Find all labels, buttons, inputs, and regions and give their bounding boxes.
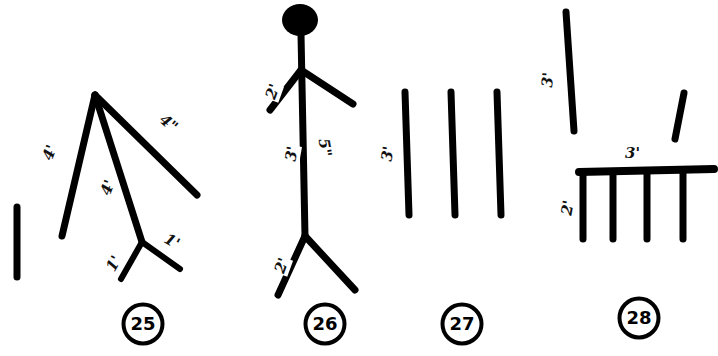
dimension-label: 3' xyxy=(624,146,641,162)
dimension-label: 4' xyxy=(98,177,119,198)
dimension-label: 4' xyxy=(40,142,61,163)
stick-leg xyxy=(305,236,355,290)
stick xyxy=(95,95,142,242)
comb-leg xyxy=(680,171,687,239)
figure-number: 28 xyxy=(617,296,661,340)
dimension-label: 2' xyxy=(263,81,284,102)
figure-number-text: 27 xyxy=(440,302,484,346)
stick xyxy=(62,95,95,236)
comb-leg xyxy=(580,172,587,239)
figure-number-text: 28 xyxy=(617,296,661,340)
stick xyxy=(451,92,455,215)
stick xyxy=(675,93,684,139)
figure-number: 25 xyxy=(121,302,165,346)
figure-number-text: 25 xyxy=(121,302,165,346)
dimension-label: 3' xyxy=(283,144,301,164)
stick xyxy=(497,92,501,215)
dimension-label: 1' xyxy=(103,253,125,276)
single-stick xyxy=(14,207,21,277)
stick-head xyxy=(282,4,318,36)
dimension-label: 2' xyxy=(559,198,577,218)
stick xyxy=(566,12,574,131)
stick-arm xyxy=(301,70,353,104)
stick xyxy=(405,92,409,215)
dimension-label: 3' xyxy=(540,71,557,89)
dimension-label: 1' xyxy=(160,231,183,253)
figure-number-text: 26 xyxy=(303,302,347,346)
figure-number: 27 xyxy=(440,302,484,346)
dimension-label: 2' xyxy=(272,255,293,276)
dimension-label: 3' xyxy=(379,144,397,164)
comb-leg xyxy=(610,172,617,239)
stick-body xyxy=(301,34,305,236)
figure-number: 26 xyxy=(303,302,347,346)
dimension-label: 4" xyxy=(155,111,181,136)
comb-leg xyxy=(644,172,651,239)
dimension-label: 5" xyxy=(315,137,334,160)
